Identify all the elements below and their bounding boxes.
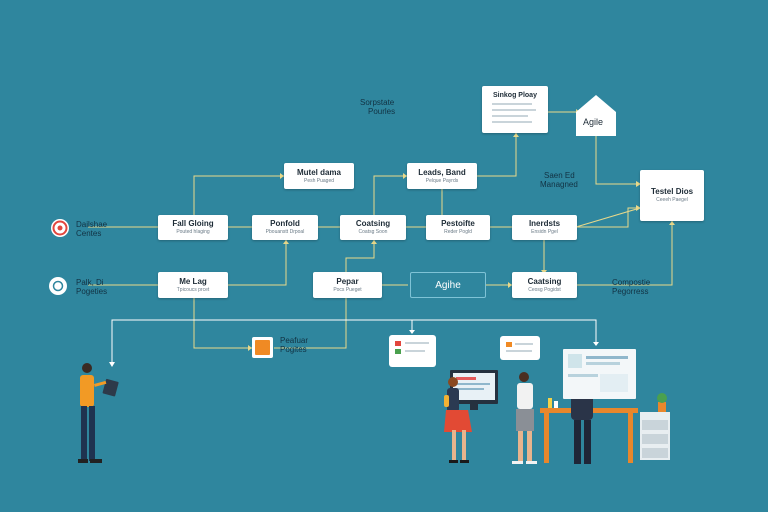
arrowhead (669, 221, 675, 225)
node-title: Me Lag (179, 276, 207, 286)
house-label: Agile (583, 117, 604, 127)
connector (577, 207, 640, 228)
connector (373, 175, 407, 215)
node-subtitle: Reder Pogld (444, 229, 472, 235)
node-agihe: Agihe (410, 272, 486, 298)
node-title: Caatsing (527, 276, 562, 286)
node-title: Inerdsts (528, 219, 561, 228)
connector (595, 136, 640, 185)
speech-bubble (500, 336, 540, 360)
label-top-left: Sorpstate Pourles (360, 98, 396, 116)
node-subtitle: Tpicoucs prcet (176, 286, 210, 293)
node-subtitle: Coatsg Soon (358, 229, 388, 235)
office-scene (444, 349, 670, 464)
connector (274, 298, 347, 349)
checklist-title: Sinkog Ploay (493, 92, 537, 99)
person-tablet-figure (78, 363, 119, 463)
speech-bubble (389, 335, 436, 367)
checklist-card: Sinkog Ploay (482, 86, 548, 133)
connector (576, 221, 673, 286)
node-subtitle: Pelque Payrds (425, 177, 459, 184)
node-title: Pestoifte (441, 219, 475, 228)
node-leads-band: Leads, Band Pelque Payrds (407, 163, 477, 189)
label-bottom-center: Peafuar Pogites (280, 336, 309, 354)
arrowhead (593, 342, 599, 346)
label-left-top: Dailshae Centes (76, 220, 108, 238)
arrowhead (636, 205, 641, 211)
node-title: Mutel dama (296, 167, 341, 177)
arrowhead (283, 240, 289, 244)
node-title: Testel Dios (650, 187, 694, 196)
arrowhead (280, 173, 284, 179)
arrowhead (403, 173, 407, 179)
node-subtitle: Ceosg Pogidst (528, 286, 561, 293)
node-title: Ponfold (270, 219, 300, 228)
node-subtitle: Pesh Puaged (303, 177, 335, 184)
cycle-icon (49, 277, 67, 295)
node-caatsing: Caatsing Ceosg Pogidst (512, 272, 577, 298)
node-mutel-dama: Mutel dama Pesh Puaged (284, 163, 354, 189)
label-mid-right: Saen Ed Managned (540, 171, 578, 189)
connector (474, 133, 517, 177)
node-inerdsts: Inerdsts Ensidn Pgel (512, 215, 577, 240)
arrowhead (508, 282, 512, 288)
node-fal-gloing: Fall Gloing Pouted hlaging (158, 215, 228, 240)
orange-badge-icon (252, 337, 273, 358)
connector-white (111, 319, 597, 364)
node-subtitle: Pbouanstt Drpoal (265, 229, 305, 235)
node-ponfold: Ponfold Pbouanstt Drpoal (252, 215, 318, 240)
node-title: Fall Gloing (172, 219, 214, 228)
house-icon (576, 95, 616, 136)
node-title: Pepar (336, 276, 359, 286)
node-me-lag: Me Lag Tpicoucs prcet (158, 272, 228, 298)
node-title: Agihe (435, 279, 461, 291)
node-subtitle: Ensidn Pgel (531, 229, 558, 235)
node-subtitle: Ceeeh Paegel (656, 197, 688, 203)
label-left-bottom: Palk, Di Pogeties (76, 278, 108, 296)
arrowhead (409, 330, 415, 334)
node-coatsing: Coatsing Coatsg Soon (340, 215, 406, 240)
node-testel-dios: Testel Dios Ceeeh Paegel (640, 170, 704, 221)
connector (193, 175, 284, 215)
arrowhead (371, 240, 377, 244)
arrowhead (513, 133, 519, 137)
connector (193, 298, 252, 349)
label-bottom-right: Compostie Pegorress (612, 278, 651, 296)
node-pestoifte: Pestoifte Reder Pogld (426, 215, 490, 240)
node-title: Leads, Band (418, 167, 466, 177)
node-pepar: Pepar Pocs Pueget (313, 272, 382, 298)
checklist-icon (492, 103, 548, 123)
arrowhead (636, 181, 641, 187)
arrowhead (109, 362, 115, 367)
node-subtitle: Pouted hlaging (176, 229, 210, 235)
connector (345, 240, 375, 272)
connector (228, 240, 287, 286)
target-icon (51, 219, 69, 237)
node-subtitle: Pocs Pueget (333, 286, 362, 293)
arrowhead (248, 345, 252, 351)
connector (575, 207, 641, 228)
node-title: Coatsing (355, 219, 391, 228)
